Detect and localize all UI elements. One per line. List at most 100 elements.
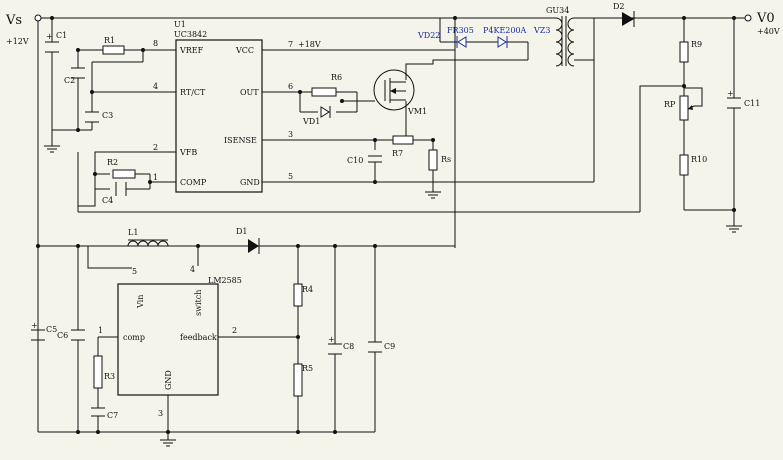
capacitor-c2: C2: [64, 67, 85, 85]
resistor-r6: R6: [311, 73, 342, 97]
transformer-gu34-label: GU34: [546, 6, 569, 15]
capacitor-c9-label: C9: [384, 342, 395, 351]
lm2585-chip: LM2585 Vin switch comp feedback GND 5 4 …: [98, 265, 242, 418]
lm2585-pin-switch: switch: [194, 290, 203, 316]
resistor-r4-label: R4: [302, 285, 313, 294]
diode-p4ke200a-label: P4KE200A: [483, 26, 527, 35]
lm2585-pin-gnd: GND: [164, 370, 173, 390]
uc3842-vcc-voltage: +18V: [298, 40, 321, 49]
resistor-r7: R7: [392, 135, 414, 158]
capacitor-c3: C3: [85, 111, 113, 123]
lm2585-pinnum-feedback: 2: [232, 326, 237, 335]
resistor-r1: R1: [102, 36, 125, 55]
lm2585-pinnum-gnd: 3: [158, 409, 163, 418]
uc3842-chip: U1 UC3842 VREF RT/CT VFB COMP VCC OUT IS…: [153, 20, 321, 193]
uc3842-pinnum-vfb: 2: [153, 143, 158, 152]
lm2585-pinnum-switch: 4: [190, 265, 195, 274]
resistor-r2: R2: [107, 158, 136, 179]
capacitor-c10-label: C10: [347, 156, 363, 165]
diode-d2-label: D2: [613, 2, 625, 11]
lm2585-pin-vin: Vin: [136, 295, 145, 309]
resistor-r3: R3: [93, 355, 115, 389]
inductor-l1: L1: [127, 228, 169, 247]
uc3842-pinnum-comp: 1: [153, 173, 158, 182]
diode-p4ke200a: P4KE200A VZ3: [483, 26, 550, 48]
diode-vd1: VD1: [302, 106, 331, 126]
capacitor-c8-label: C8: [343, 342, 354, 351]
diode-d1: D1: [236, 227, 260, 254]
resistor-r6-label: R6: [331, 73, 342, 82]
uc3842-pin-rtct: RT/CT: [180, 88, 206, 97]
capacitor-c3-label: C3: [102, 111, 113, 120]
diode-vd22-label: VD22: [417, 31, 440, 40]
lm2585-pinnum-vin: 5: [132, 267, 137, 276]
junction-dots: [36, 16, 736, 434]
ground-symbol: [425, 186, 441, 199]
polarity-marks: + + + +: [31, 32, 734, 344]
resistor-rs: Rs: [428, 149, 451, 171]
resistor-r5: R5: [293, 363, 313, 397]
mosfet-vm1: VM1: [373, 69, 427, 116]
svg-text:+: +: [46, 32, 53, 41]
resistor-r10: R10: [679, 154, 707, 176]
ground-symbol: [160, 436, 176, 447]
capacitor-c4-label: C4: [102, 196, 113, 205]
capacitor-c11-label: C11: [744, 99, 760, 108]
lm2585-pinnum-comp: 1: [98, 326, 103, 335]
capacitor-c6: C6: [57, 329, 85, 341]
capacitor-c5-label: C5: [46, 325, 57, 334]
capacitor-c1-label: C1: [56, 31, 67, 40]
lm2585-pin-comp: comp: [123, 333, 145, 342]
uc3842-pin-gnd: GND: [240, 178, 260, 187]
capacitor-c5: C5: [31, 325, 57, 341]
svg-text:+: +: [727, 89, 734, 98]
terminal-vo-voltage: +40V: [757, 27, 780, 36]
diode-d1-label: D1: [236, 227, 248, 236]
diode-vz3-label: VZ3: [533, 26, 550, 35]
capacitor-c6-label: C6: [57, 331, 68, 340]
potentiometer-rp: RP: [664, 95, 695, 121]
uc3842-pinnum-vref: 8: [153, 39, 158, 48]
uc3842-pin-vfb: VFB: [179, 148, 197, 157]
terminal-vs-voltage: +12V: [6, 37, 29, 46]
svg-text:+: +: [31, 321, 38, 330]
potentiometer-rp-label: RP: [664, 100, 676, 109]
resistor-r10-label: R10: [691, 155, 707, 164]
uc3842-pinnum-rtct: 4: [153, 82, 158, 91]
wiring: [37, 17, 748, 436]
resistor-r5-label: R5: [302, 364, 313, 373]
ground-symbol: [44, 140, 60, 153]
diode-fr305-label: FR305: [447, 26, 474, 35]
capacitor-c2-label: C2: [64, 76, 75, 85]
inductor-l1-label: L1: [128, 228, 138, 237]
terminal-vs: Vs +12V: [5, 13, 42, 46]
capacitor-c7-label: C7: [107, 411, 118, 420]
mosfet-vm1-label: VM1: [407, 107, 427, 116]
lm2585-pin-feedback: feedback: [180, 333, 217, 342]
uc3842-pinnum-isense: 3: [288, 130, 293, 139]
resistor-r4: R4: [293, 283, 313, 307]
resistor-r3-label: R3: [104, 372, 115, 381]
capacitor-c11: C11: [727, 97, 760, 109]
uc3842-pin-vref: VREF: [179, 46, 204, 55]
uc3842-designator: U1: [174, 20, 186, 29]
resistor-r2-label: R2: [107, 158, 118, 167]
uc3842-pinnum-out: 6: [288, 82, 293, 91]
terminal-vs-label: Vs: [5, 13, 22, 28]
uc3842-part: UC3842: [174, 30, 207, 39]
uc3842-pin-out: OUT: [240, 88, 259, 97]
ground-symbol: [726, 222, 742, 233]
resistor-r9: R9: [679, 40, 702, 63]
uc3842-pinnum-gnd: 5: [288, 172, 293, 181]
capacitor-c7: C7: [91, 407, 118, 420]
resistor-r7-label: R7: [392, 149, 403, 158]
capacitor-c8: C8: [328, 342, 354, 355]
capacitor-c1: C1: [45, 31, 67, 53]
diode-vd1-label: VD1: [302, 117, 320, 126]
resistor-r1-label: R1: [104, 36, 115, 45]
capacitor-c4: C4: [102, 182, 127, 205]
uc3842-pin-isense: ISENSE: [224, 136, 257, 145]
resistor-r9-label: R9: [691, 40, 702, 49]
svg-text:+: +: [328, 335, 335, 344]
